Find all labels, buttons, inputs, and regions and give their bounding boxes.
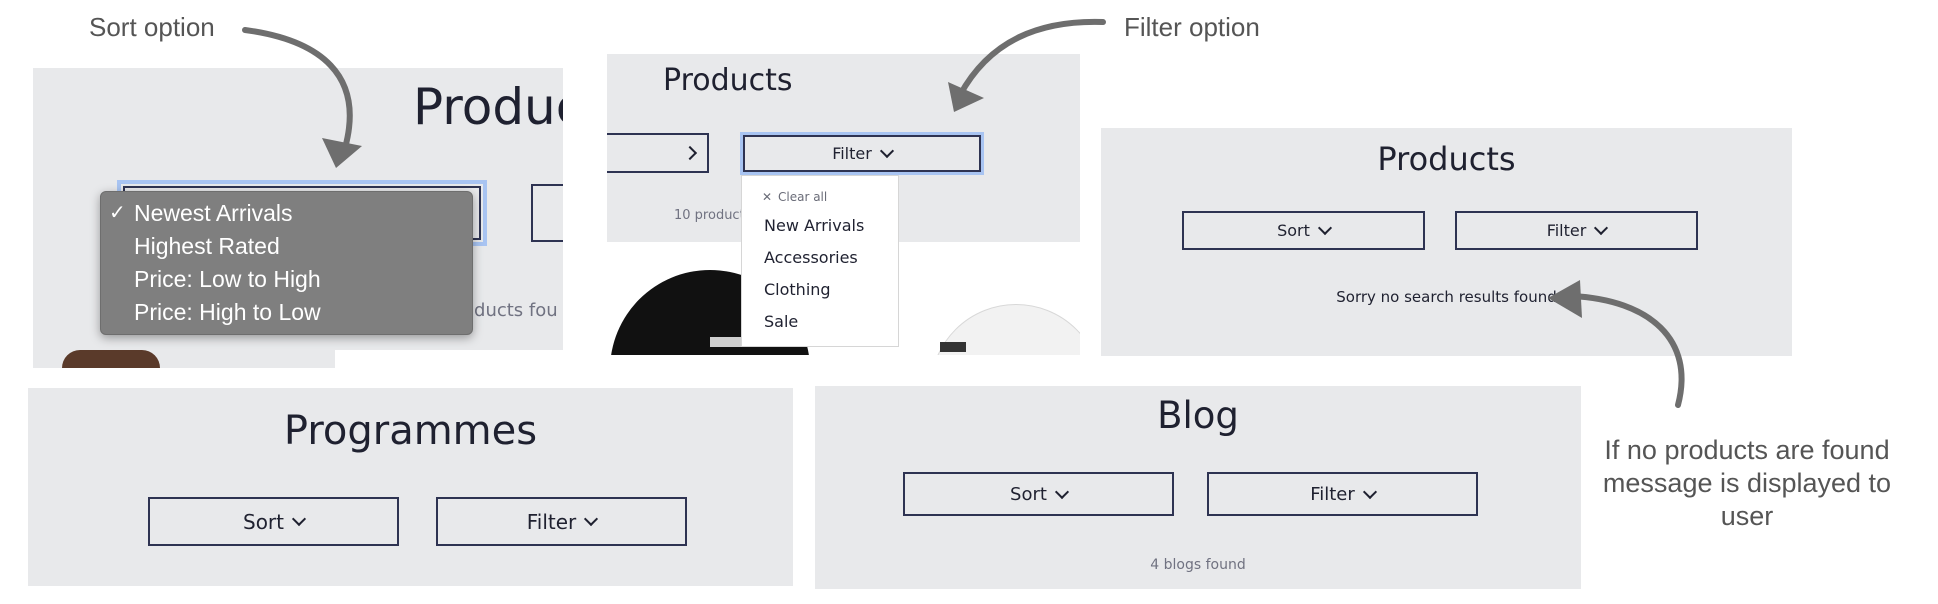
filter-button-label: Filter	[1546, 221, 1587, 240]
results-count: 10 products	[674, 208, 752, 223]
sort-option-price-low-high[interactable]: Price: Low to High	[134, 266, 321, 292]
filter-option-new-arrivals[interactable]: New Arrivals	[764, 216, 865, 235]
filter-button-label: Filter	[526, 509, 577, 534]
sort-button[interactable]: Sort	[1182, 211, 1425, 250]
annotation-no-results: If no products are found message is disp…	[1602, 435, 1892, 531]
results-count: oducts fou	[463, 300, 558, 321]
filter-button[interactable]: Filter	[1207, 472, 1478, 516]
sort-option-highest-rated[interactable]: Highest Rated	[134, 233, 280, 259]
filter-options-dropdown[interactable]: ✕Clear all New Arrivals Accessories Clot…	[741, 175, 899, 347]
sort-options-menu[interactable]: ✓Newest Arrivals Highest Rated Price: Lo…	[100, 191, 473, 335]
page-title: Products	[663, 63, 793, 98]
results-count: 4 blogs found	[1150, 557, 1246, 573]
filter-arrow-icon	[957, 18, 1106, 98]
product-grid-area	[335, 350, 565, 370]
filter-button-focused[interactable]: Filter	[740, 132, 984, 175]
blog-panel: Blog Sort Filter 4 blogs found	[815, 386, 1581, 589]
annotation-filter-option: Filter option	[1124, 12, 1260, 42]
filter-select-partial[interactable]	[531, 184, 563, 242]
sort-button-label: Sort	[1277, 221, 1310, 240]
annotation-sort-option: Sort option	[89, 12, 215, 42]
sort-button[interactable]: Sort	[148, 497, 399, 546]
sort-option-price-high-low[interactable]: Price: High to Low	[134, 299, 321, 325]
filter-arrowhead-icon	[948, 82, 984, 112]
filter-button-label: Filter	[832, 144, 872, 163]
no-results-message: Sorry no search results found	[1336, 288, 1557, 306]
filter-button[interactable]: Filter	[436, 497, 687, 546]
page-title: Produc	[413, 78, 563, 136]
programmes-panel: Programmes Sort Filter	[28, 388, 793, 586]
filter-button-label: Filter	[1310, 483, 1355, 505]
sort-option-newest[interactable]: ✓Newest Arrivals	[101, 197, 472, 230]
no-results-arrowhead-icon	[1548, 280, 1582, 318]
close-icon: ✕	[762, 190, 773, 204]
page-title: Blog	[1157, 394, 1239, 437]
sort-button-label: Sort	[243, 509, 284, 534]
product-card-white-cap	[870, 242, 1080, 355]
page-title: Products	[1377, 140, 1516, 178]
filter-option-sale[interactable]: Sale	[764, 312, 799, 331]
filter-option-accessories[interactable]: Accessories	[764, 248, 858, 267]
sort-button-partial[interactable]	[607, 133, 709, 173]
products-empty-panel: Products Sort Filter Sorry no search res…	[1101, 128, 1792, 356]
sort-arrow-icon	[242, 27, 353, 151]
filter-button[interactable]: Filter	[1455, 211, 1698, 250]
no-results-arrow-icon	[1569, 293, 1685, 408]
sort-button[interactable]: Sort	[903, 472, 1174, 516]
clear-all-button[interactable]: ✕Clear all	[742, 184, 898, 210]
filter-option-clothing[interactable]: Clothing	[764, 280, 831, 299]
page-title: Programmes	[283, 408, 538, 454]
product-image-partial	[62, 350, 160, 368]
checkmark-icon: ✓	[109, 202, 126, 224]
sort-arrowhead-icon	[322, 138, 362, 168]
sort-button-label: Sort	[1010, 483, 1047, 505]
